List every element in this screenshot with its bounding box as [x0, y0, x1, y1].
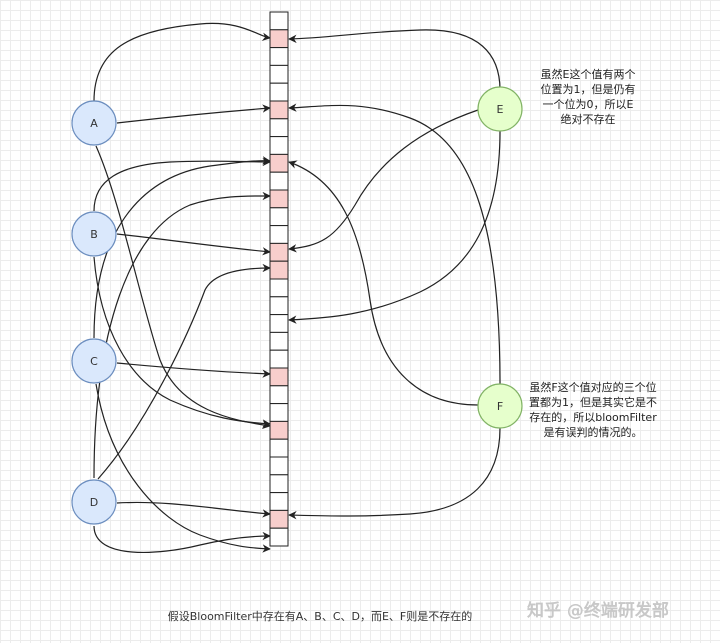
hash-edges — [93, 22, 501, 554]
bit-cell-set — [269, 367, 289, 387]
bit-cell-set — [269, 153, 289, 173]
node-c-label: C — [90, 355, 98, 368]
node-a-label: A — [90, 117, 98, 130]
node-b: B — [71, 211, 117, 257]
note-f-explanation: 虽然F这个值对应的三个位 置都为1，但是其实它是不 存在的，所以bloomFil… — [529, 381, 657, 439]
edge-d-bit-30 — [93, 525, 271, 554]
node-c: C — [71, 338, 117, 384]
node-d: D — [71, 479, 117, 525]
bit-cell-set — [269, 100, 289, 120]
bit-cell — [269, 278, 289, 298]
edge-f-bit-28 — [288, 427, 501, 520]
bit-cell — [269, 331, 289, 351]
bit-cell — [269, 438, 289, 458]
bit-cell — [269, 118, 289, 138]
bit-cell-set — [269, 420, 289, 440]
edge-c-bit-8 — [93, 156, 271, 339]
node-b-label: B — [90, 228, 98, 241]
bit-cell — [269, 47, 289, 66]
bit-cell — [269, 207, 289, 227]
bit-cell — [269, 403, 289, 422]
edge-b-bit-13 — [116, 233, 271, 256]
edge-e-bit-17 — [288, 130, 501, 324]
node-d-label: D — [90, 496, 98, 509]
bit-cell — [269, 527, 289, 547]
edge-b-bit-8 — [93, 157, 271, 212]
edge-a-bit-1 — [93, 22, 271, 102]
node-f: F — [477, 383, 523, 429]
diagram-caption: 假设BloomFilter中存在有A、B、C、D，而E、F则是不存在的 — [167, 610, 473, 623]
bit-cell — [269, 456, 289, 476]
edge-a-bit-23 — [95, 145, 271, 430]
edge-f-bit-8 — [288, 160, 479, 406]
bit-cell — [269, 64, 289, 84]
bit-cell-set — [269, 260, 289, 280]
edge-a-bit-5 — [116, 104, 271, 124]
node-f-label: F — [497, 400, 503, 413]
edge-e-bit-13 — [288, 109, 479, 253]
edge-c-bit-20 — [116, 362, 271, 378]
edge-d-bit-14 — [97, 263, 271, 480]
bit-cell — [269, 296, 289, 316]
bit-cell — [269, 82, 289, 102]
edge-d-bit-28 — [116, 501, 271, 518]
bit-array — [269, 11, 289, 547]
bit-cell-set — [269, 509, 289, 529]
bit-cell-set — [269, 242, 289, 262]
bit-cell — [269, 474, 289, 494]
node-e: E — [477, 86, 523, 132]
node-e-label: E — [497, 103, 504, 116]
bit-cell — [269, 492, 289, 511]
watermark: 知乎 @终端研发部 — [527, 601, 669, 621]
edge-c-bit-30 — [95, 383, 271, 553]
element-nodes: A B C D E F — [71, 86, 523, 525]
bit-cell-set — [269, 29, 289, 49]
edge-b-bit-23 — [93, 256, 271, 428]
bit-cell — [269, 171, 289, 191]
node-a: A — [71, 100, 117, 146]
edge-d-bit-10 — [93, 191, 271, 479]
edge-f-bit-5 — [288, 103, 501, 385]
bit-cell — [269, 225, 289, 244]
bit-cell — [269, 385, 289, 405]
bit-cell — [269, 349, 289, 369]
bit-cell — [269, 136, 289, 155]
edge-f-bit-1 — [288, 29, 501, 91]
note-e-explanation: 虽然E这个值有两个 位置为1，但是仍有 一个位为0，所以E 绝对不存在 — [540, 68, 636, 126]
bit-cell-set — [269, 189, 289, 209]
bit-cell — [269, 11, 289, 31]
bit-cell — [269, 314, 289, 333]
